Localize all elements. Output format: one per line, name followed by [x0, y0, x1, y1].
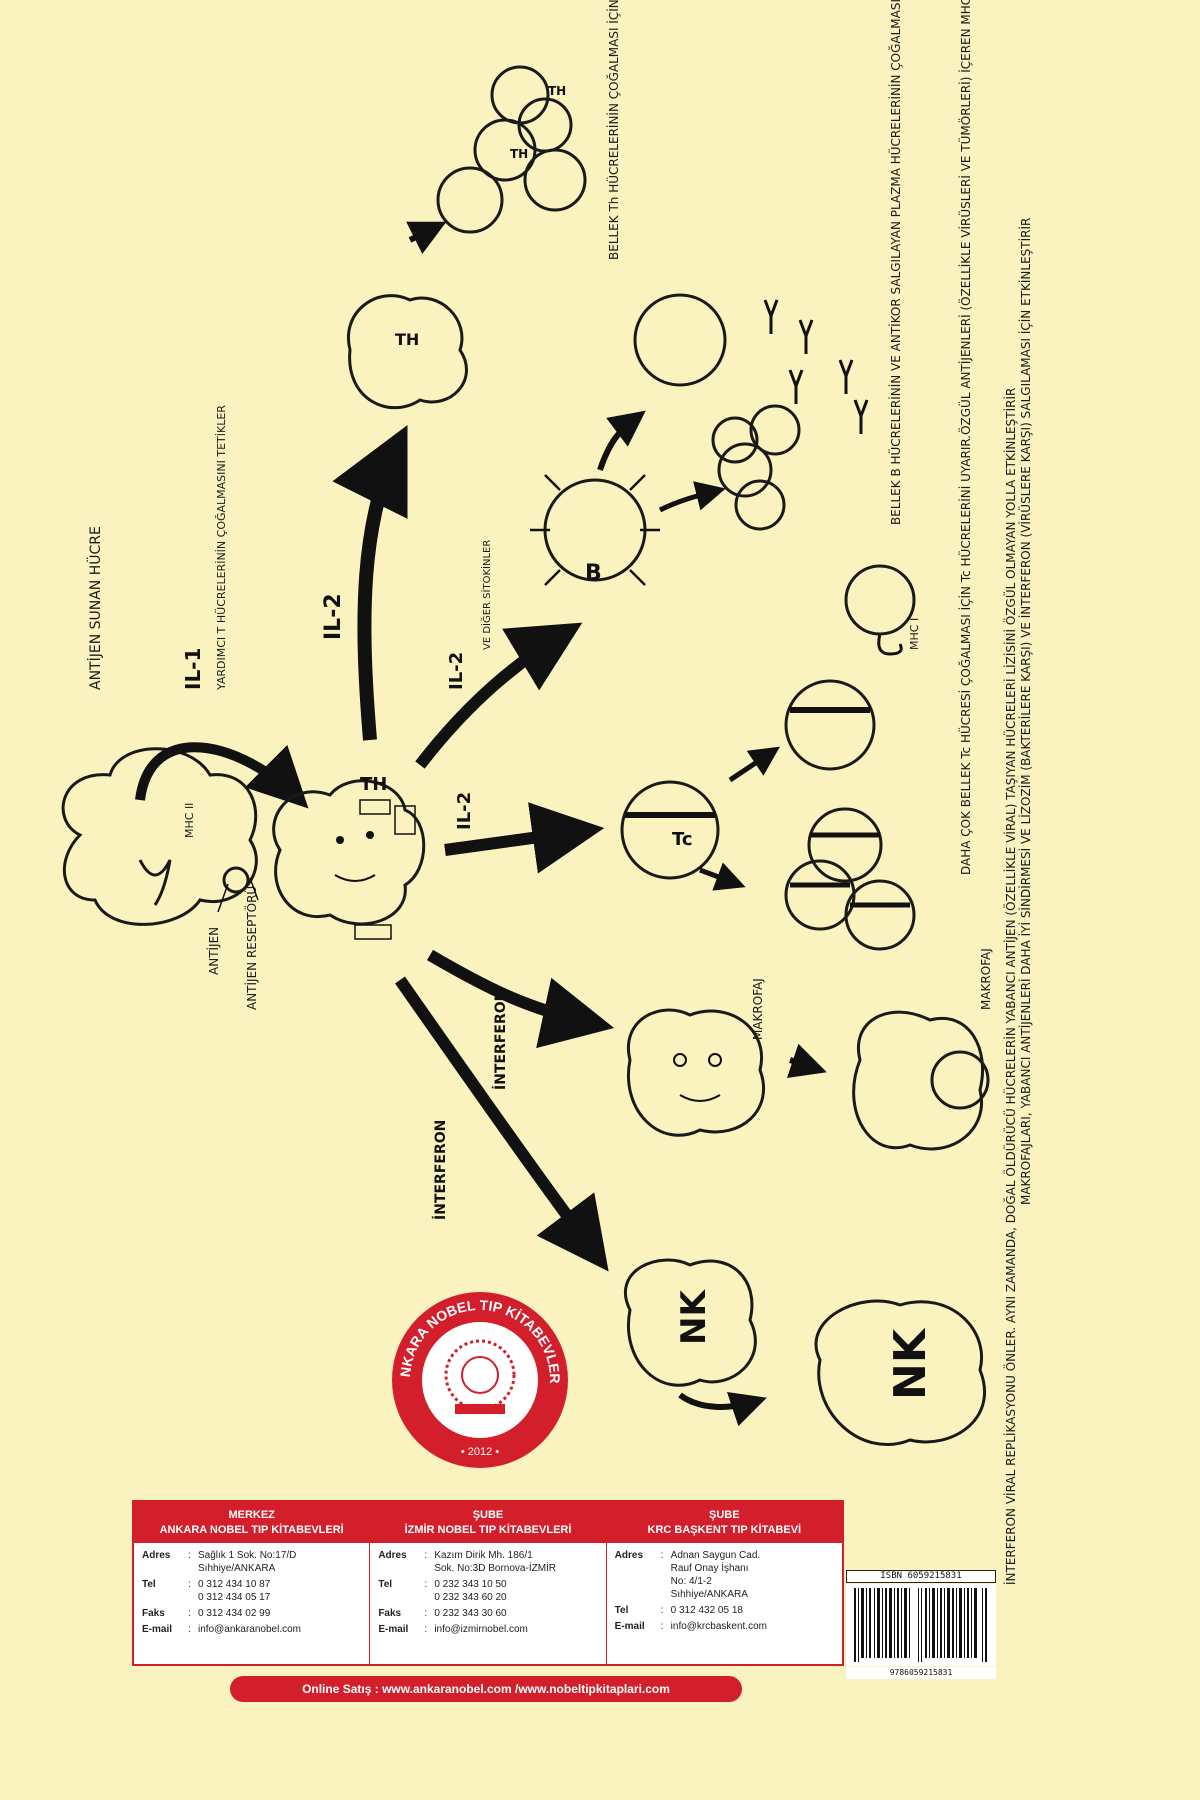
- email-label: E-mail: [614, 1621, 645, 1632]
- email-value[interactable]: info@ankaranobel.com: [198, 1624, 301, 1635]
- apc-label: ANTİJEN SUNAN HÜCRE: [86, 526, 104, 690]
- adres-line: Sağlık 1 Sok. No:17/D: [198, 1550, 297, 1561]
- office-header: ŞUBE KRC BAŞKENT TIP KİTABEVİ: [606, 1502, 842, 1543]
- office-name: KRC BAŞKENT TIP KİTABEVİ: [647, 1524, 802, 1536]
- adres-line: Adnan Saygun Cad.: [670, 1550, 761, 1561]
- office-type: ŞUBE: [709, 1509, 740, 1521]
- office-name: İZMİR NOBEL TIP KİTABEVLERİ: [404, 1524, 572, 1536]
- tc-memory-note: DAHA ÇOK BELLEK Tc HÜCRESİ ÇOĞALMASI İÇİ…: [957, 0, 973, 875]
- logo-year: • 2012 •: [461, 1446, 499, 1458]
- tel-label: Tel: [614, 1605, 629, 1616]
- tel-value: 0 232 343 60 20: [434, 1592, 507, 1603]
- mhc1-label: MHC I: [908, 618, 921, 650]
- il1-label: IL-1: [181, 648, 205, 690]
- il2-up-label: IL-2: [321, 593, 346, 640]
- adres-label: Adres: [614, 1550, 644, 1561]
- interferon-arrow-1: [426, 949, 615, 1049]
- tel-value: 0 312 432 05 18: [670, 1605, 743, 1616]
- il2-up-arrow: [332, 424, 408, 741]
- svg-text:TH: TH: [510, 147, 528, 161]
- il1-arrow: [135, 742, 309, 809]
- adres-line: Sıhhiye/ANKARA: [198, 1563, 276, 1574]
- tel-label: Tel: [378, 1579, 393, 1590]
- antigen-label: ANTİJEN: [206, 927, 221, 975]
- mhc2-label: MHC II: [183, 803, 196, 838]
- tel-value: 0 232 343 10 50: [434, 1579, 507, 1590]
- barcode: [846, 1584, 996, 1666]
- isbn-label: ISBN 6059215831: [846, 1570, 996, 1583]
- office-info-table: MERKEZ ANKARA NOBEL TIP KİTABEVLERİ Adre…: [132, 1500, 844, 1666]
- th-memory-cells: TH TH TH: [347, 65, 587, 410]
- makrofaj-label-2: MAKROFAJ: [979, 948, 993, 1010]
- tel-value: 0 312 434 10 87: [198, 1579, 271, 1590]
- il2-b-note: VE DİĞER SİTOKİNLER: [480, 540, 493, 650]
- adres-label: Adres: [142, 1550, 171, 1561]
- office-name: ANKARA NOBEL TIP KİTABEVLERİ: [159, 1524, 344, 1536]
- tc-cells: Tc: [620, 564, 916, 951]
- interferon-label-1: İNTERFERON: [492, 990, 509, 1090]
- email-value[interactable]: info@izmirnobel.com: [434, 1624, 528, 1635]
- isbn-number: 9786059215831: [846, 1667, 996, 1679]
- email-label: E-mail: [142, 1624, 173, 1635]
- il2-tc-arrow: [444, 802, 605, 874]
- svg-text:NK: NK: [674, 1289, 714, 1345]
- email-label: E-mail: [378, 1624, 409, 1635]
- office-column-merkez: MERKEZ ANKARA NOBEL TIP KİTABEVLERİ Adre…: [134, 1502, 371, 1664]
- email-value[interactable]: info@krcbaskent.com: [670, 1621, 767, 1632]
- office-type: MERKEZ: [228, 1509, 275, 1521]
- adres-line: No: 4/1-2: [670, 1576, 712, 1587]
- adres-line: Sıhhiye/ANKARA: [670, 1589, 748, 1600]
- interferon-label-2: İNTERFERON: [432, 1120, 449, 1220]
- b-memory-note: BELLEK B HÜCRELERİNİN VE ANTİKOR SALGILA…: [887, 0, 903, 525]
- svg-text:TH: TH: [548, 84, 566, 98]
- makrofaj-note: MAKROFAJLARI, YABANCI ANTİJENLERİ DAHA İ…: [1017, 218, 1033, 1205]
- online-sales-banner[interactable]: Online Satış : www.ankaranobel.com /www.…: [230, 1676, 742, 1702]
- office-type: ŞUBE: [472, 1509, 504, 1521]
- ankara-nobel-logo: ANKARA NOBEL TIP KİTABEVLERİ • 2012 •: [0, 0, 568, 1468]
- th-cell: [272, 779, 426, 940]
- tel-value: 0 312 434 05 17: [198, 1592, 271, 1603]
- svg-text:TH: TH: [395, 330, 419, 349]
- interferon-arrow-2: [395, 976, 609, 1272]
- antigen-receptor-label: ANTİJEN RESEPTÖRÜ: [243, 886, 259, 1010]
- svg-text:B: B: [585, 561, 602, 586]
- apc-cell: [61, 747, 258, 926]
- makrofaj-label-1: MAKROFAJ: [751, 978, 765, 1040]
- office-header: ŞUBE İZMİR NOBEL TIP KİTABEVLERİ: [370, 1502, 606, 1543]
- office-column-krc: ŞUBE KRC BAŞKENT TIP KİTABEVİ Adres:Adna…: [606, 1502, 842, 1664]
- faks-value: 0 312 434 02 99: [198, 1608, 271, 1619]
- il2-b-label: IL-2: [446, 652, 467, 690]
- il2-tc-label: IL-2: [454, 792, 475, 830]
- adres-line: Rauf Onay İşhanı: [670, 1563, 749, 1574]
- office-header: MERKEZ ANKARA NOBEL TIP KİTABEVLERİ: [134, 1502, 370, 1543]
- adres-label: Adres: [378, 1550, 407, 1561]
- office-column-izmir: ŞUBE İZMİR NOBEL TIP KİTABEVLERİ Adres:K…: [370, 1502, 607, 1664]
- th-memory-note: BELLEK Th HÜCRELERİNİN ÇOĞALMASI İÇİN Th…: [605, 0, 621, 260]
- faks-value: 0 232 343 30 60: [434, 1608, 507, 1619]
- nk-note: İNTERFERON VİRAL REPLİKASYONU ÖNLER. AYN…: [1002, 388, 1018, 1585]
- faks-label: Faks: [378, 1608, 402, 1619]
- macrophage-cells: [626, 1008, 990, 1151]
- il1-note: YARDIMCI T HÜCRELERİNİN ÇOĞALMASINI TETİ…: [215, 405, 228, 691]
- adres-line: Sok. No:3D Bornova-İZMİR: [434, 1563, 557, 1574]
- adres-line: Kazım Dirik Mh. 186/1: [434, 1550, 533, 1561]
- nk-cells: NK NK: [623, 1258, 987, 1446]
- nk-label: NK: [885, 1327, 936, 1400]
- b-cell: B: [530, 293, 869, 586]
- th-label: TH: [360, 774, 387, 795]
- tc-label: Tc: [672, 829, 693, 850]
- il2-b-arrow: [415, 622, 583, 769]
- tel-label: Tel: [142, 1579, 156, 1590]
- faks-label: Faks: [142, 1608, 165, 1619]
